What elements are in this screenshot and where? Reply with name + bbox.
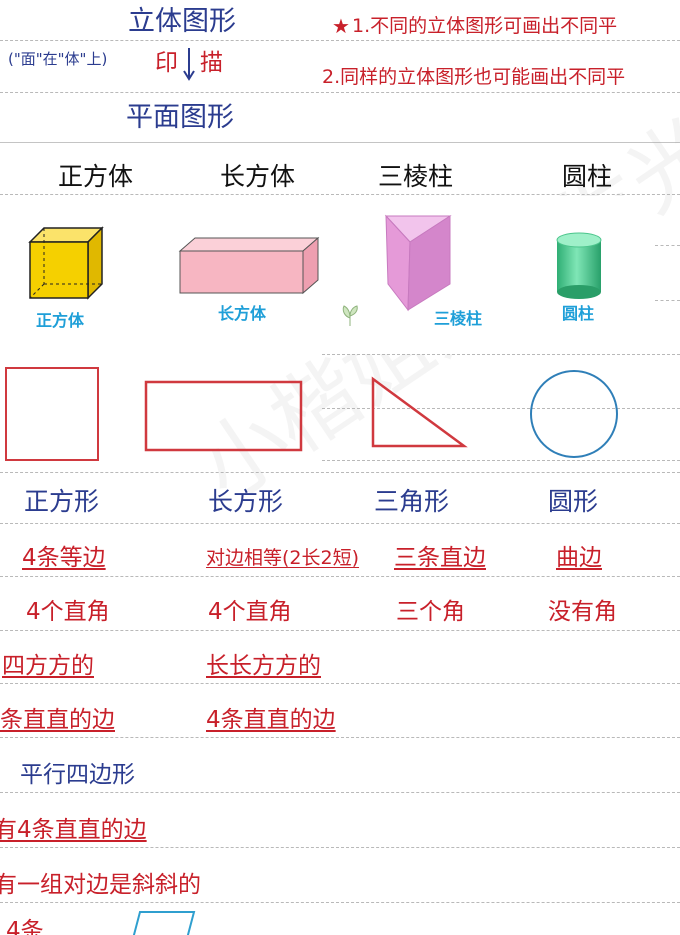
name-square: 正方形 — [24, 487, 100, 516]
parallelogram-shape — [132, 911, 196, 935]
caption-cuboid: 长方体 — [218, 304, 267, 323]
angles-circle: 没有角 — [548, 599, 617, 625]
cuboid-illustration — [178, 236, 320, 295]
ruled-line — [0, 472, 680, 473]
angles-rectangle: 4个直角 — [208, 599, 292, 625]
ruled-line — [0, 576, 680, 577]
angles-triangle: 三个角 — [396, 599, 465, 625]
ruled-line — [0, 523, 680, 524]
note-line-2: 2.同样的立体图形也可能画出不同平 — [322, 66, 626, 88]
ruled-line — [0, 40, 680, 41]
caption-cube: 正方体 — [36, 311, 85, 330]
heading-prism: 三棱柱 — [378, 162, 454, 191]
rectangle-shape — [144, 380, 303, 452]
ruled-line — [0, 792, 680, 793]
desc-square-shape: 四方方的 — [2, 653, 94, 679]
method-stamp: 印 — [155, 50, 178, 76]
edges-rectangle: 对边相等(2长2短) — [206, 547, 360, 569]
desc-rect-shape: 长长方方的 — [206, 653, 321, 679]
desc-square-edges: 条直直的边 — [0, 707, 115, 733]
parallelogram-line-1: 有4条直直的边 — [0, 817, 147, 843]
ruled-line — [655, 245, 680, 246]
ruled-line — [0, 737, 680, 738]
ruled-line — [0, 142, 680, 143]
ruled-line — [0, 630, 680, 631]
down-arrow-icon — [183, 48, 195, 81]
caption-prism: 三棱柱 — [434, 309, 483, 328]
method-trace: 描 — [200, 50, 223, 76]
circle-shape — [530, 370, 618, 458]
ruled-line — [0, 194, 680, 195]
ruled-line — [322, 460, 680, 461]
edges-circle: 曲边 — [556, 545, 602, 571]
ruled-line — [0, 902, 680, 903]
ruled-line — [0, 683, 680, 684]
title-plane-shapes: 平面图形 — [126, 102, 234, 133]
heading-cube: 正方体 — [58, 162, 134, 191]
triangular-prism-illustration — [384, 214, 452, 312]
heading-cylinder: 圆柱 — [562, 162, 613, 191]
triangle-shape — [371, 376, 468, 448]
square-shape — [5, 367, 99, 461]
ruled-line — [322, 354, 680, 355]
edges-square: 4条等边 — [22, 545, 106, 571]
name-circle: 圆形 — [548, 487, 599, 516]
leaf-decoration-icon — [342, 305, 358, 326]
title-solid-shapes: 立体图形 — [128, 6, 236, 37]
heading-cuboid: 长方体 — [220, 162, 296, 191]
angles-square: 4个直角 — [26, 599, 110, 625]
star-icon: ★ — [332, 14, 350, 38]
parallelogram-line-2: 有一组对边是斜斜的 — [0, 872, 201, 898]
cube-illustration — [28, 226, 104, 300]
ruled-line — [0, 92, 680, 93]
edges-triangle: 三条直边 — [394, 545, 486, 571]
note-line-1: 1.不同的立体图形可画出不同平 — [352, 15, 618, 37]
name-rectangle: 长方形 — [208, 487, 284, 516]
name-triangle: 三角形 — [374, 487, 450, 516]
parallelogram-line-3: 4条 — [6, 918, 44, 935]
caption-cylinder: 圆柱 — [562, 304, 595, 323]
desc-rect-edges: 4条直直的边 — [206, 707, 336, 733]
ruled-line — [655, 300, 680, 301]
ruled-line — [0, 847, 680, 848]
note-face-on-body: ("面"在"体"上) — [8, 50, 108, 68]
cylinder-illustration — [556, 232, 602, 299]
ruled-line — [322, 408, 680, 409]
parallelogram-title: 平行四边形 — [20, 762, 135, 788]
